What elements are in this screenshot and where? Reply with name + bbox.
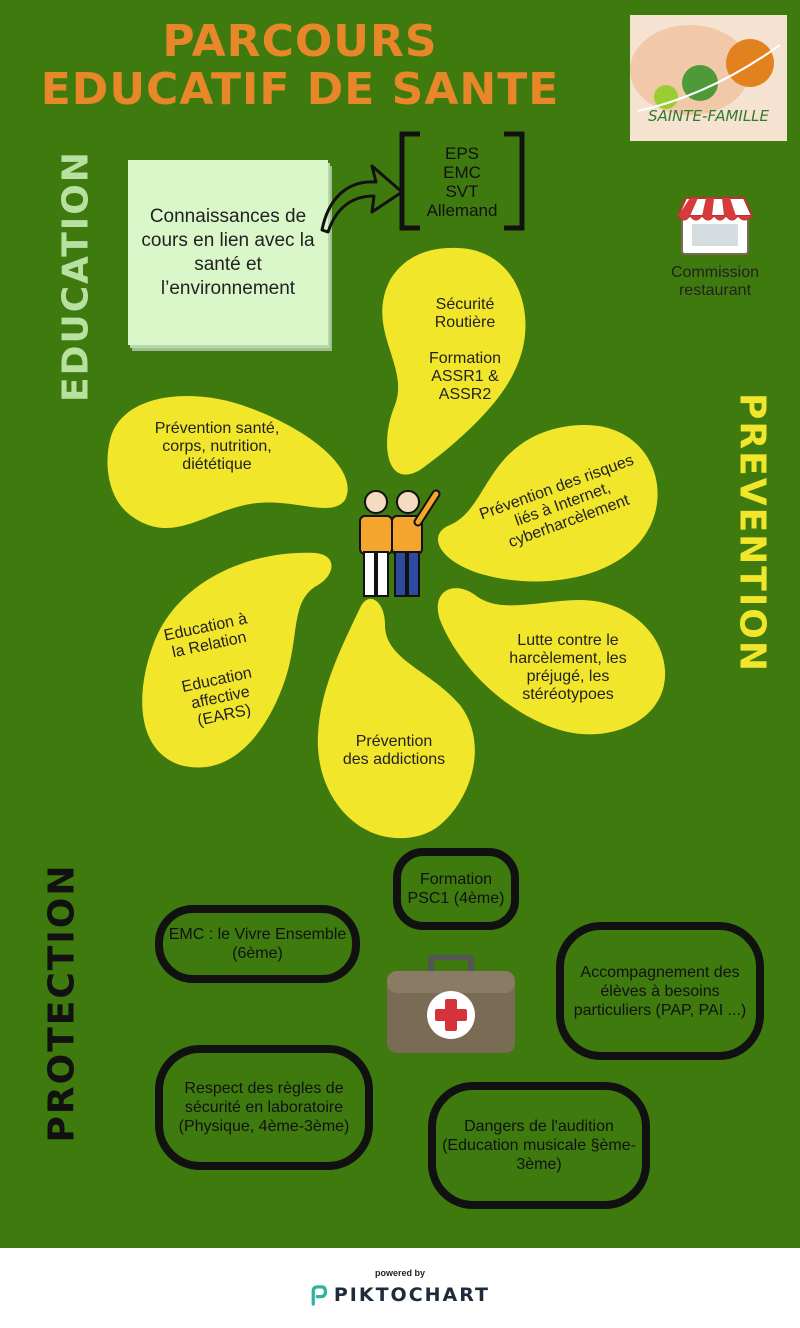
petal-securite-l1: Sécurité xyxy=(435,296,495,313)
protection-accompagnement: Accompagnement des élèves à besoins part… xyxy=(556,922,764,1060)
petal-harcelement-text: Lutte contre le harcèlement, les préjugé… xyxy=(488,632,648,704)
subject-allemand: Allemand xyxy=(426,201,498,220)
protection-psc1: Formation PSC1 (4ème) xyxy=(393,848,519,930)
petal-flower xyxy=(107,247,666,839)
petal-harcelement-l1: Lutte contre le xyxy=(517,632,619,649)
restaurant-shop-icon xyxy=(676,197,754,255)
petal-harcelement-l4: stéréotypoes xyxy=(522,686,614,703)
powered-by-label: powered by xyxy=(374,1268,425,1278)
logo-text: SAINTE-FAMILLE xyxy=(647,107,770,125)
commission-line2: restaurant xyxy=(678,282,752,299)
petal-securite-text: Sécurité Routière Formation ASSR1 & ASSR… xyxy=(410,296,520,404)
petal-addictions-l2: des addictions xyxy=(342,751,446,768)
petal-addictions-text: Prévention des addictions xyxy=(324,733,464,769)
two-people-icon xyxy=(359,489,441,597)
petal-addictions xyxy=(317,598,475,839)
petal-securite-l3: Formation xyxy=(428,350,502,367)
petal-harcelement-l2: harcèlement, les xyxy=(509,650,627,667)
protection-emc: EMC : le Vivre Ensemble (6ème) xyxy=(155,905,360,983)
protection-labo-text: Respect des règles de sécurité en labora… xyxy=(178,1080,350,1135)
petal-relation xyxy=(142,552,332,768)
protection-labo: Respect des règles de sécurité en labora… xyxy=(155,1045,373,1170)
petal-sante-l2: corps, nutrition, xyxy=(162,438,272,455)
section-protection: PROTECTION xyxy=(41,863,83,1143)
subjects-box: EPS EMC SVT Allemand xyxy=(398,130,526,230)
first-aid-kit-icon xyxy=(387,955,515,1053)
piktochart-logo-icon xyxy=(311,1285,328,1306)
petal-securite-l4: ASSR1 & xyxy=(431,368,499,385)
protection-emc-text: EMC : le Vivre Ensemble (6ème) xyxy=(168,926,347,962)
title-line-2: EDUCATIF DE SANTE xyxy=(40,64,560,115)
petal-sante-l1: Prévention santé, xyxy=(154,420,280,437)
piktochart-brand[interactable]: PIKTOCHART xyxy=(310,1281,490,1309)
protection-psc1-text: Formation PSC1 (4ème) xyxy=(407,871,505,907)
subject-eps: EPS xyxy=(444,144,480,163)
petal-addictions-l1: Prévention xyxy=(355,733,433,750)
piktochart-text: PIKTOCHART xyxy=(333,1284,490,1306)
subject-emc: EMC xyxy=(443,163,481,182)
sticky-note: Connaissances de cours en lien avec la s… xyxy=(128,160,328,345)
petal-sante xyxy=(107,396,348,528)
petal-securite-l2: Routière xyxy=(434,314,496,331)
protection-audition-text: Dangers de l'audition (Education musical… xyxy=(442,1118,636,1173)
protection-audition: Dangers de l'audition (Education musical… xyxy=(428,1082,650,1209)
petal-harcelement xyxy=(437,588,666,735)
bracket-frame xyxy=(399,131,525,231)
petal-sante-l3: diététique xyxy=(182,456,252,473)
petal-sante-text: Prévention santé, corps, nutrition, diét… xyxy=(132,420,302,474)
commission-label: Commission restaurant xyxy=(650,264,780,300)
protection-accompagnement-text: Accompagnement des élèves à besoins part… xyxy=(573,963,747,1019)
commission-line1: Commission xyxy=(670,264,759,281)
infographic-poster: PARCOURS EDUCATIF DE SANTE SAINTE-FAMILL… xyxy=(0,0,800,1248)
petal-internet xyxy=(437,425,658,582)
sainte-famille-logo: SAINTE-FAMILLE xyxy=(630,15,787,141)
footer: powered by PIKTOCHART xyxy=(0,1248,800,1328)
subject-svt: SVT xyxy=(445,182,479,201)
petal-harcelement-l3: préjugé, les xyxy=(526,668,610,685)
petal-securite xyxy=(382,247,526,475)
note-text: Connaissances de cours en lien avec la s… xyxy=(141,205,315,299)
logo-graphic xyxy=(630,25,781,115)
petal-securite-l5: ASSR2 xyxy=(438,386,492,403)
title-line-1: PARCOURS xyxy=(162,16,438,67)
